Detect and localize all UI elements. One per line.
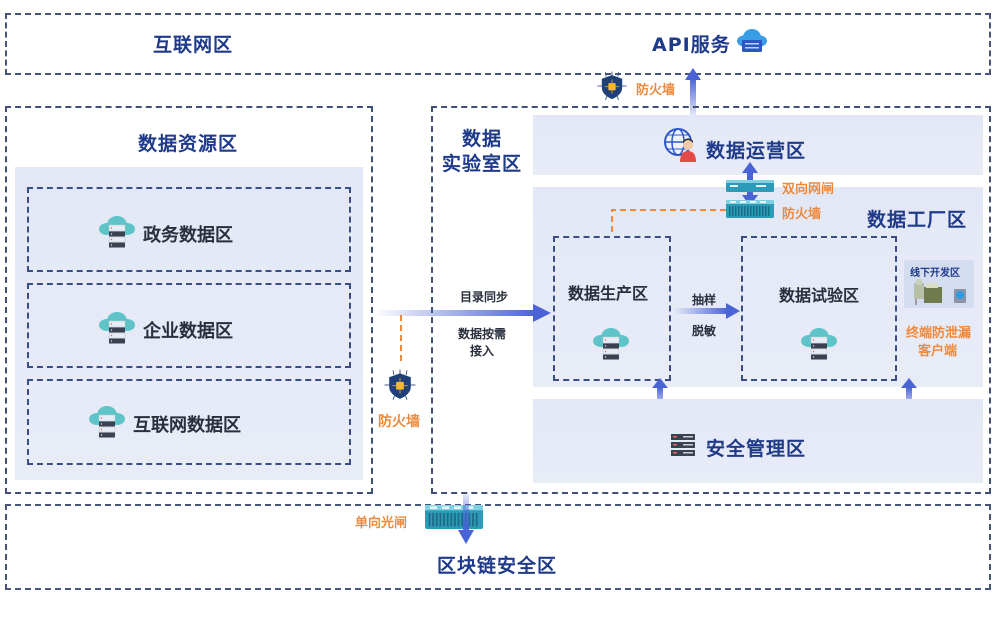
data-production-zone-title: 数据生产区: [568, 284, 649, 303]
api-cloud-icon: [736, 26, 768, 56]
arrow-up-security-production: [652, 378, 668, 410]
one-way-gateway-icon: [425, 505, 483, 529]
cloud-server-icon: [87, 403, 127, 439]
one-way-gateway-label: 单向光闸: [355, 516, 408, 531]
internet-zone: [5, 13, 991, 75]
data-operations-zone: [533, 115, 983, 175]
server-rack-icon: [671, 434, 695, 456]
on-demand-access-label-line2: 接入: [470, 344, 495, 358]
cloud-server-icon: [799, 325, 839, 361]
catalog-sync-label: 目录同步: [460, 290, 509, 304]
data-resource-zone: [5, 106, 373, 494]
data-factory-zone-title: 数据工厂区: [867, 209, 968, 231]
arrow-down-to-blockchain: [458, 494, 474, 544]
firewall-top-label: 防火墙: [636, 83, 676, 98]
gov-data-zone-label: 政务数据区: [143, 225, 233, 246]
desensitize-label: 脱敏: [692, 324, 717, 338]
sampling-arrow: [674, 303, 740, 319]
on-demand-access-label-line1: 数据按需: [458, 327, 507, 341]
enterprise-data-zone: [27, 283, 351, 368]
arrow-up-security-dlp: [901, 378, 917, 410]
workstation-icon: [912, 279, 970, 305]
data-access-arrow: [373, 304, 551, 322]
globe-user-icon: [663, 126, 699, 162]
gov-data-zone: [27, 187, 351, 272]
data-resource-panel: [15, 167, 363, 480]
bidirectional-gateway-icon: [726, 180, 774, 192]
internet-data-zone-label: 互联网数据区: [133, 415, 241, 436]
dlp-client-label-line2: 客户端: [918, 344, 958, 359]
api-service-label: API服务: [652, 34, 731, 56]
firewall-link-line: [610, 208, 726, 238]
data-operations-zone-title: 数据运营区: [706, 140, 807, 162]
enterprise-data-zone-label: 企业数据区: [143, 321, 233, 342]
blockchain-security-zone-title: 区块链安全区: [437, 555, 558, 577]
cloud-server-icon: [591, 325, 631, 361]
security-management-zone-title: 安全管理区: [706, 438, 807, 460]
data-lab-zone-title-line2: 实验室区: [442, 153, 523, 175]
offline-dev-zone-title: 线下开发区: [910, 268, 960, 279]
data-experiment-zone-title: 数据试验区: [779, 286, 860, 305]
security-management-zone: [533, 399, 983, 483]
blockchain-security-zone: [5, 504, 991, 590]
data-resource-zone-title: 数据资源区: [138, 133, 239, 155]
dlp-client-label-line1: 终端防泄漏: [906, 326, 972, 341]
firewall-shield-icon: [383, 366, 417, 404]
internet-data-zone: [27, 379, 351, 465]
data-lab-zone: [431, 106, 991, 494]
data-lab-zone-title-line1: 数据: [462, 128, 503, 150]
sampling-label: 抽样: [692, 293, 717, 307]
data-experiment-zone: [741, 236, 897, 381]
factory-firewall-icon: [726, 200, 774, 218]
firewall-left-label: 防火墙: [378, 414, 420, 430]
arrow-up-to-api: [685, 68, 701, 118]
firewall-left-link: [399, 315, 403, 365]
data-production-zone: [553, 236, 671, 381]
firewall-shield-icon: [596, 68, 628, 104]
internet-zone-title: 互联网区: [153, 34, 234, 56]
cloud-server-icon: [97, 309, 137, 345]
cloud-server-icon: [97, 213, 137, 249]
bidirectional-gateway-label: 双向网闸: [782, 182, 835, 197]
firewall-factory-label: 防火墙: [782, 207, 822, 222]
